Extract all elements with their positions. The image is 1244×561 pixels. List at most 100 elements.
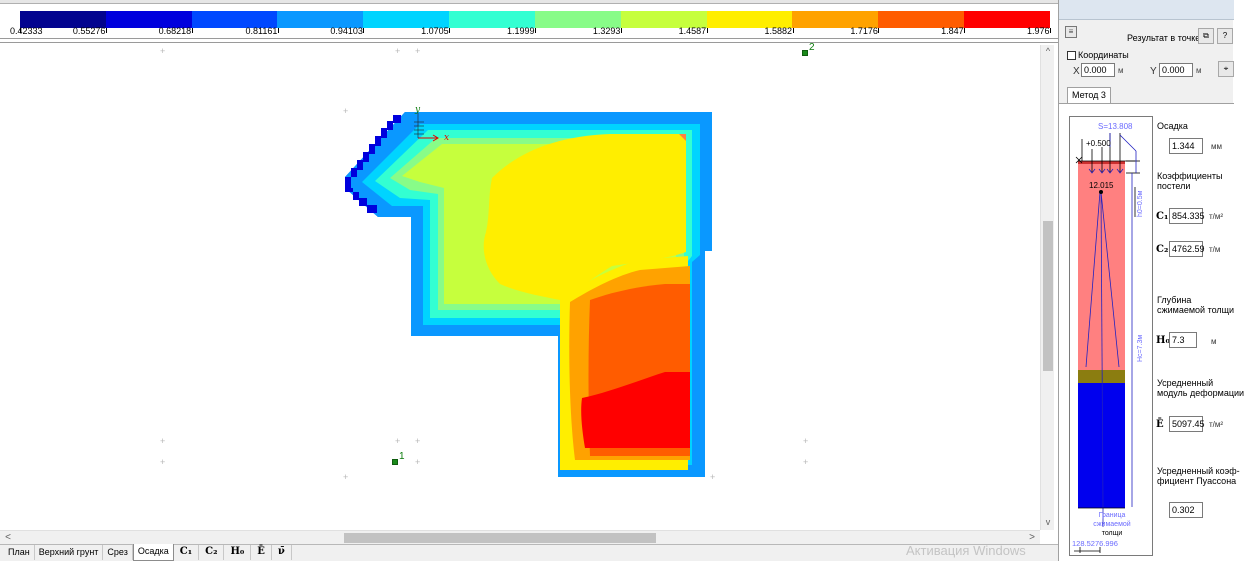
scale-tick-mark xyxy=(620,28,622,33)
tab-2[interactable]: Срез xyxy=(103,545,133,560)
depth-unit: м xyxy=(1211,337,1217,346)
scale-swatch xyxy=(277,11,364,28)
modulus-unit: т/м² xyxy=(1209,420,1224,429)
settlement-unit: мм xyxy=(1211,142,1222,151)
grid-node: + xyxy=(710,472,716,482)
result-at-point-label: Результат в точке xyxy=(1127,33,1201,43)
scale-swatch xyxy=(191,11,278,28)
scale-swatch xyxy=(363,11,450,28)
modulus-value-field[interactable]: 5097.45 xyxy=(1169,416,1205,432)
scale-tick-label: 1.5882 xyxy=(764,26,793,36)
boundary-label-line2: сжимаемой xyxy=(1093,520,1130,528)
scale-tick-mark xyxy=(105,28,107,33)
plan-axis-y-label: y xyxy=(414,105,421,115)
tab-method-3[interactable]: Метод 3 xyxy=(1067,87,1111,103)
scale-tick-label: 0.94103 xyxy=(330,26,363,36)
scale-tick-mark xyxy=(277,28,279,33)
level-label: +0.500 xyxy=(1086,139,1111,148)
tab-7[interactable]: Ē xyxy=(251,545,272,560)
profile-bottom-values: 128.5276.996 xyxy=(1072,539,1118,548)
x-coordinate-unit: м xyxy=(1118,66,1124,75)
grid-node: + xyxy=(160,436,166,446)
scroll-up-arrow-icon[interactable]: ^ xyxy=(1045,46,1051,56)
grid-node: + xyxy=(343,106,349,116)
y-coordinate-input[interactable]: 0.000 xyxy=(1159,63,1193,77)
x-coordinate-input[interactable]: 0.000 xyxy=(1081,63,1115,77)
help-button-icon[interactable]: ? xyxy=(1217,28,1233,44)
scale-tick-mark xyxy=(20,28,21,33)
scroll-down-arrow-icon[interactable]: v xyxy=(1045,517,1051,527)
tab-6[interactable]: H₀ xyxy=(224,545,252,560)
soil-profile-diagram: S=13.808 +0.500 12.015 h0=0.5м Hc=7.3м Г… xyxy=(1069,116,1153,556)
tab-5[interactable]: C₂ xyxy=(199,545,225,560)
h0-symbol: H₀ xyxy=(1156,335,1170,346)
tab-0[interactable]: План xyxy=(4,545,35,560)
c2-value-field[interactable]: 4762.59 xyxy=(1169,241,1205,257)
poisson-label-line1: Усредненный коэф- xyxy=(1157,466,1240,476)
scale-tick-mark xyxy=(535,28,536,33)
horizontal-scroll-thumb[interactable] xyxy=(344,533,656,543)
scale-tick-label: 0.42333 xyxy=(10,26,43,36)
grid-node: + xyxy=(415,46,421,56)
soil-profile-svg: S=13.808 +0.500 12.015 h0=0.5м Hc=7.3м Г… xyxy=(1072,122,1144,553)
scale-tick-mark xyxy=(1050,28,1051,33)
scale-swatch xyxy=(449,11,535,28)
panel-titlebar xyxy=(1059,0,1234,20)
depth-label-line1: Глубина xyxy=(1157,295,1192,305)
h0-side-label: h0=0.5м xyxy=(1137,190,1144,217)
scale-tick-label: 0.81161 xyxy=(245,26,278,36)
depth-value-field[interactable]: 7.3 xyxy=(1169,332,1197,348)
poisson-value-field[interactable]: 0.302 xyxy=(1169,502,1203,518)
scale-swatch xyxy=(964,11,1050,28)
tab-3[interactable]: Осадка xyxy=(132,544,174,561)
scale-tick-mark xyxy=(363,28,365,33)
vertical-scrollbar[interactable]: ^ v xyxy=(1040,45,1054,530)
modulus-label-line2: модуль деформации xyxy=(1157,388,1244,398)
color-scale-swatches xyxy=(20,11,1050,28)
tab-4[interactable]: C₁ xyxy=(173,545,200,560)
grid-node: + xyxy=(395,46,401,56)
scale-swatch xyxy=(534,11,621,28)
tab-8[interactable]: ν̄ xyxy=(271,545,292,560)
grid-node: + xyxy=(160,457,166,467)
bed-coeff-label-line1: Коэффициенты xyxy=(1157,171,1223,181)
scale-tick-mark xyxy=(964,28,966,33)
windows-activation-watermark: Активация Windows xyxy=(906,543,1026,558)
poisson-label-line2: фициент Пуассона xyxy=(1157,476,1237,486)
c1-unit: т/м² xyxy=(1209,212,1224,221)
c2-symbol: C₂ xyxy=(1156,244,1169,255)
settlement-label: Осадка xyxy=(1157,121,1188,131)
settlement-contour-canvas[interactable]: y x + + + + + + + + + + + + + 1 2 xyxy=(0,42,1040,530)
scroll-left-arrow-icon[interactable]: < xyxy=(5,532,11,543)
point-marker-2[interactable] xyxy=(802,50,808,56)
x-coordinate-label: X xyxy=(1073,66,1080,77)
pick-point-button-icon[interactable]: ⌖ xyxy=(1218,61,1234,77)
point-marker-1[interactable] xyxy=(392,459,398,465)
point-marker-2-label: 2 xyxy=(809,42,815,53)
boundary-label-line3: толщи xyxy=(1102,530,1123,537)
grid-node: + xyxy=(415,457,421,467)
coordinates-checkbox[interactable] xyxy=(1067,51,1076,60)
scale-tick-label: 1.847 xyxy=(941,26,964,36)
scale-tick-mark xyxy=(706,28,708,33)
settlement-contour-plot: y x xyxy=(345,105,712,477)
settlement-value-field[interactable]: 1.344 xyxy=(1169,138,1203,154)
c1-value-field[interactable]: 854.335 xyxy=(1169,208,1205,224)
tab-1[interactable]: Верхний грунт xyxy=(34,545,104,560)
copy-button-icon[interactable]: ⧉ xyxy=(1198,28,1214,44)
vertical-scroll-thumb[interactable] xyxy=(1043,221,1053,371)
scroll-right-arrow-icon[interactable]: > xyxy=(1029,532,1035,543)
legend-separator xyxy=(0,38,1058,43)
horizontal-scrollbar[interactable]: < > xyxy=(0,530,1040,544)
scale-tick-label: 1.7176 xyxy=(850,26,878,36)
scale-tick-label: 1.0705 xyxy=(421,26,449,36)
scale-tick-mark xyxy=(191,28,193,33)
scale-swatch xyxy=(878,11,965,28)
panel-menu-icon[interactable]: ≡ xyxy=(1065,26,1077,38)
scale-tick-label: 0.68218 xyxy=(158,26,192,36)
plan-axis-x-label: x xyxy=(444,133,449,143)
scale-tick-mark xyxy=(449,28,451,33)
